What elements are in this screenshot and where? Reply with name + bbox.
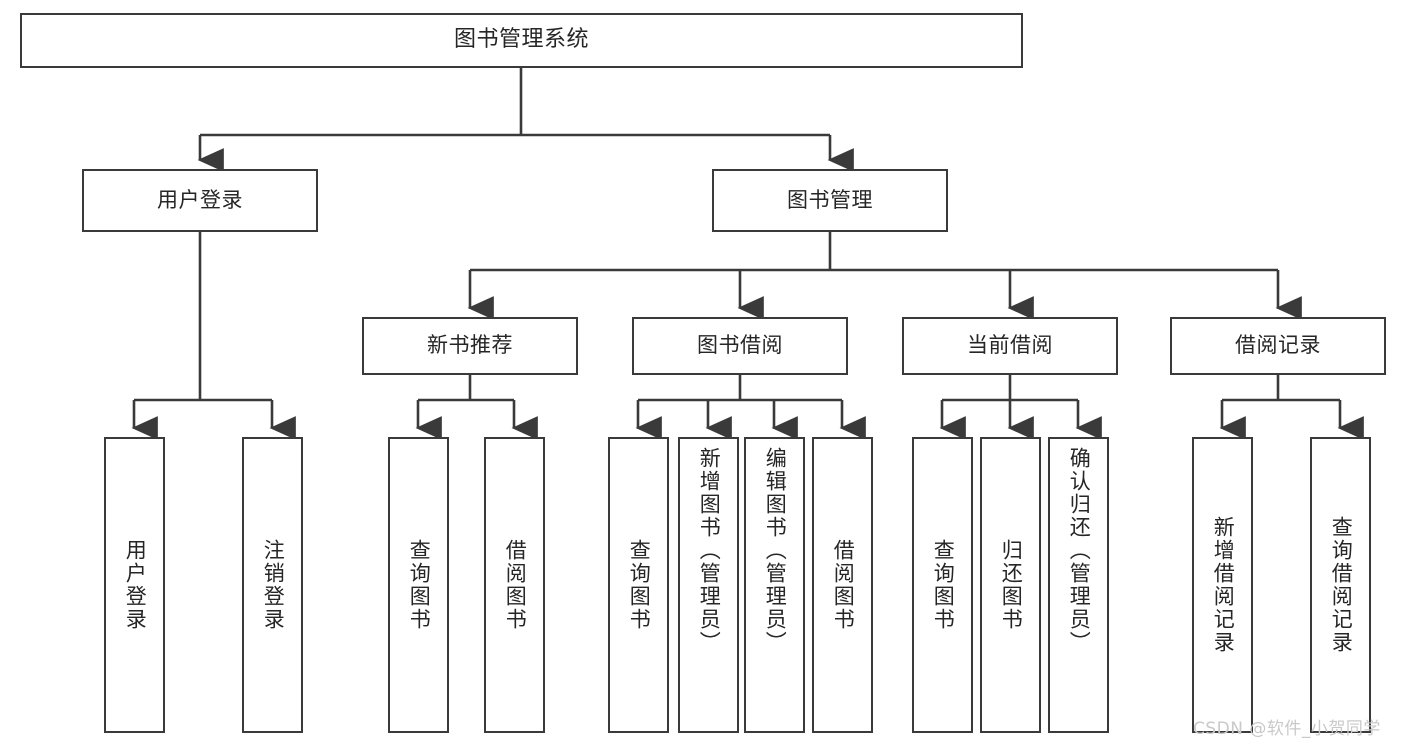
node-label: 借阅图书	[503, 539, 528, 631]
node-label: 借阅记录	[1235, 333, 1321, 358]
node-book-management[interactable]: 图书管理	[712, 169, 948, 232]
node-label: 新增图书（管理员）	[697, 447, 722, 654]
leaf-return-book[interactable]: 归还图书	[980, 437, 1041, 733]
node-label: 查询图书	[931, 539, 956, 631]
node-label: 新书推荐	[427, 333, 513, 358]
node-current-borrow[interactable]: 当前借阅	[902, 317, 1118, 375]
leaf-query-book-current[interactable]: 查询图书	[912, 437, 973, 733]
node-label: 图书借阅	[697, 333, 783, 358]
node-label: 图书管理	[787, 187, 873, 212]
node-label: 编辑图书（管理员）	[763, 447, 788, 654]
node-label: 归还图书	[999, 539, 1024, 631]
node-label: 借阅图书	[831, 539, 856, 631]
node-root-system[interactable]: 图书管理系统	[20, 13, 1023, 68]
leaf-edit-book-admin[interactable]: 编辑图书（管理员）	[744, 437, 805, 733]
leaf-borrow-book-recommend[interactable]: 借阅图书	[484, 437, 545, 733]
node-label: 用户登录	[157, 187, 243, 212]
leaf-query-borrow-record[interactable]: 查询借阅记录	[1310, 437, 1371, 733]
node-new-book-recommend[interactable]: 新书推荐	[362, 317, 578, 375]
node-label: 查询图书	[407, 539, 432, 631]
node-book-borrow[interactable]: 图书借阅	[632, 317, 848, 375]
leaf-confirm-return-admin[interactable]: 确认归还（管理员）	[1048, 437, 1109, 733]
node-label: 新增借阅记录	[1211, 516, 1236, 654]
leaf-add-book-admin[interactable]: 新增图书（管理员）	[678, 437, 739, 733]
node-label: 注销登录	[261, 539, 286, 631]
node-label: 查询借阅记录	[1329, 516, 1354, 654]
leaf-borrow-book-borrow[interactable]: 借阅图书	[812, 437, 873, 733]
node-label: 查询图书	[627, 539, 652, 631]
leaf-user-login[interactable]: 用户登录	[104, 437, 165, 733]
node-label: 图书管理系统	[453, 27, 589, 53]
leaf-query-book-recommend[interactable]: 查询图书	[388, 437, 449, 733]
leaf-add-borrow-record[interactable]: 新增借阅记录	[1192, 437, 1253, 733]
leaf-query-book-borrow[interactable]: 查询图书	[608, 437, 669, 733]
leaf-logout-login[interactable]: 注销登录	[242, 437, 303, 733]
csdn-watermark: CSDN @软件_小贺同学	[1193, 719, 1381, 739]
node-borrow-record[interactable]: 借阅记录	[1170, 317, 1386, 375]
node-user-login[interactable]: 用户登录	[82, 169, 318, 232]
node-label: 用户登录	[123, 539, 148, 631]
node-label: 确认归还（管理员）	[1067, 447, 1092, 654]
node-label: 当前借阅	[967, 333, 1053, 358]
